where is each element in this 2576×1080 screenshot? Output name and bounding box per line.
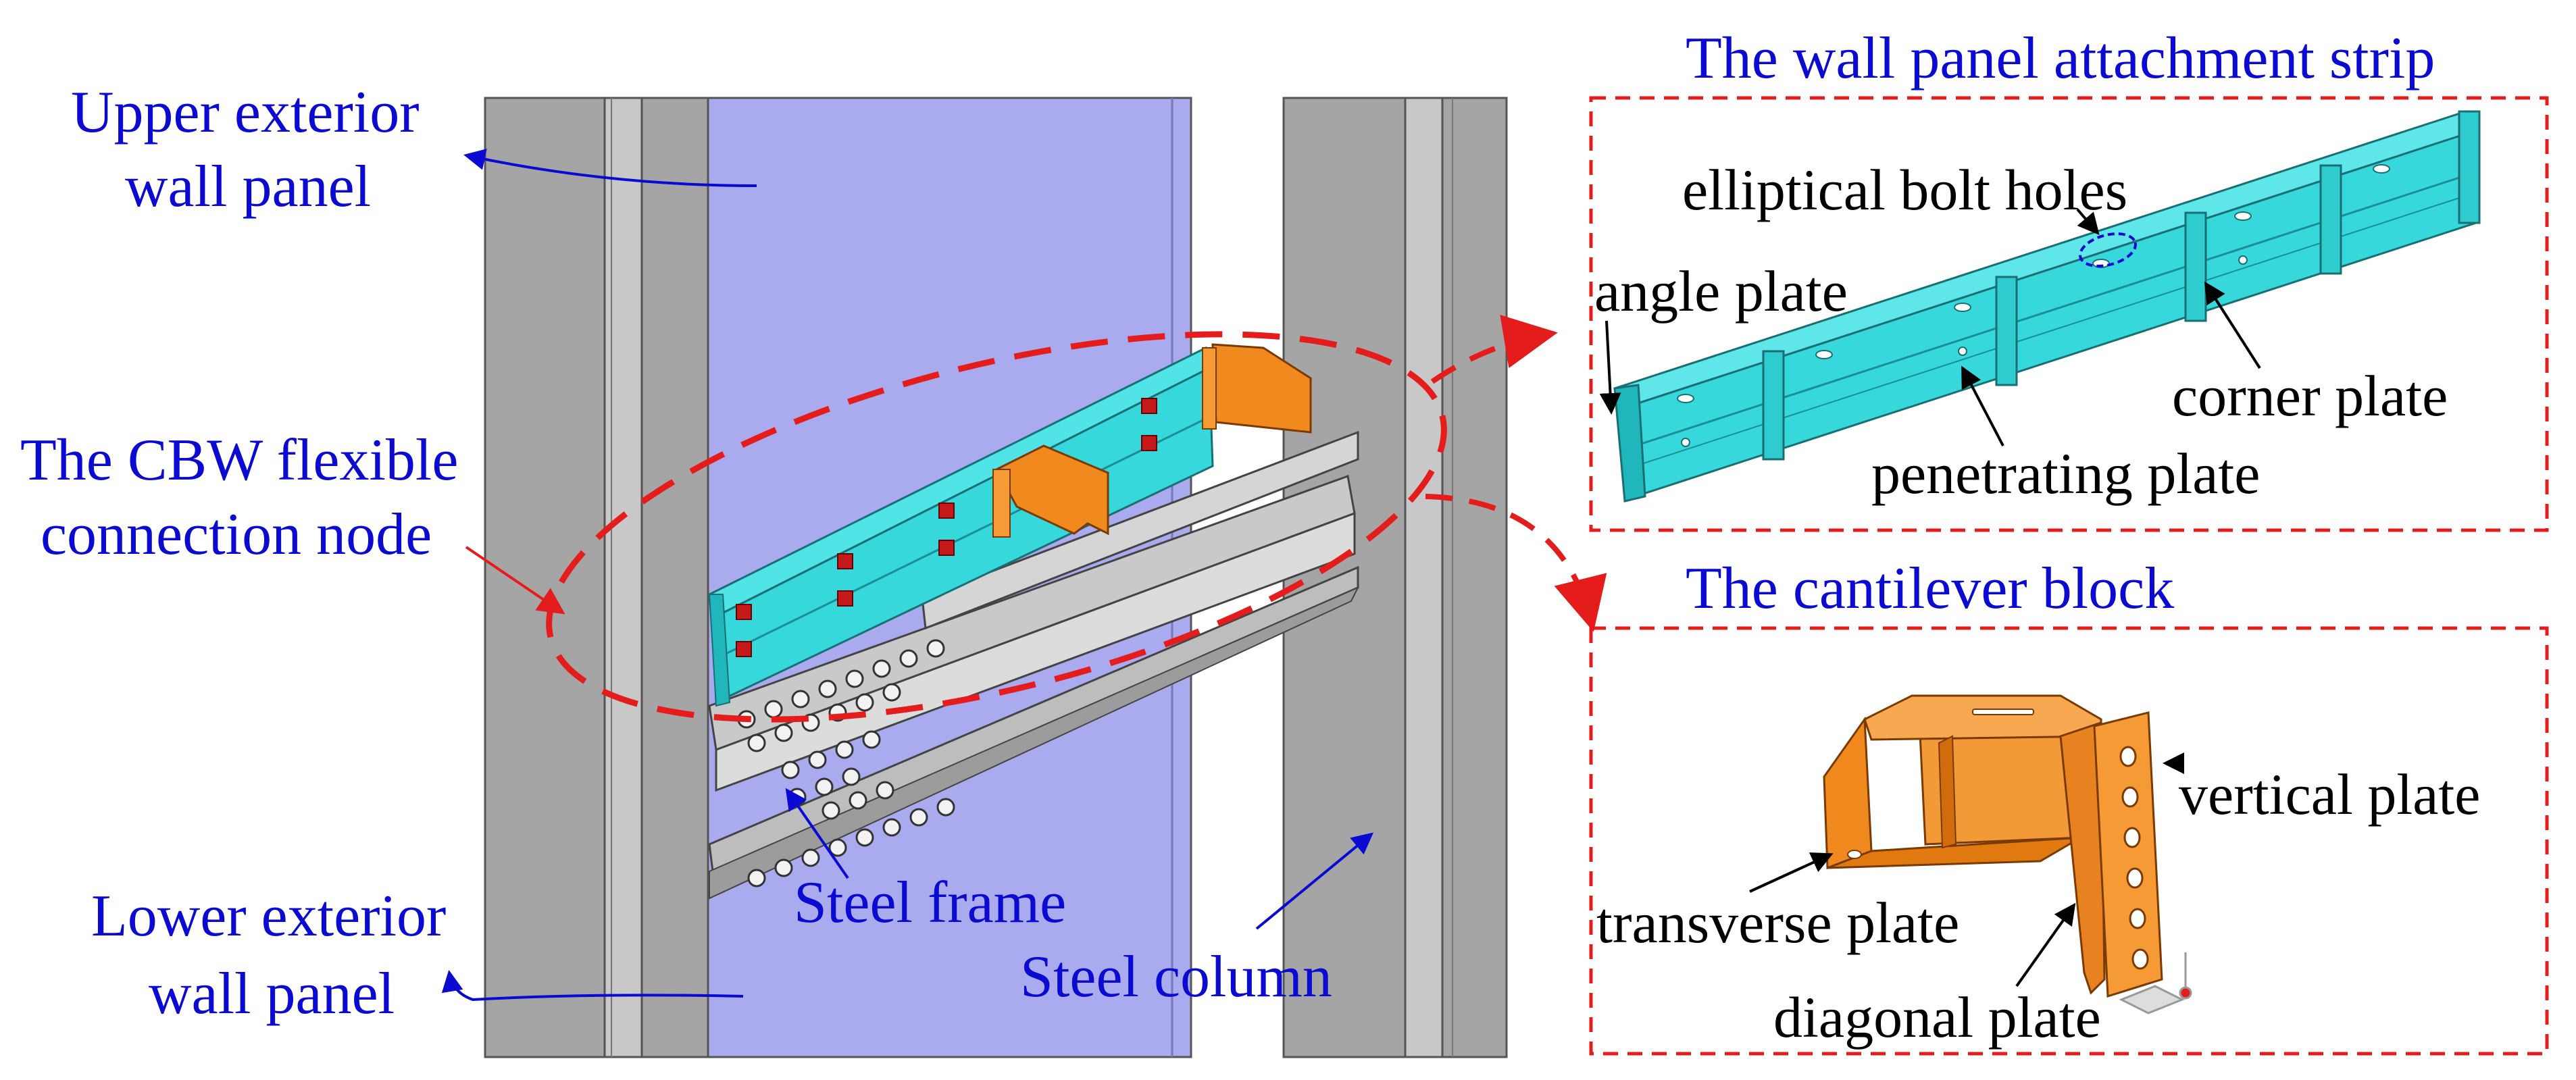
attachment-strip-installed xyxy=(708,346,1214,707)
cbw-node-leader xyxy=(465,546,565,615)
upper-panel-label-line1: Upper exterior xyxy=(71,80,420,145)
steel-beam xyxy=(708,430,1360,900)
cantilever-inset-title: The cantilever block xyxy=(1686,556,2174,621)
cbw-node-label-line2: connection node xyxy=(41,502,432,567)
penetrating-plate-label: penetrating plate xyxy=(1871,441,2260,506)
upper-panel-leader xyxy=(463,149,757,187)
lower-panel-label-line2: wall panel xyxy=(149,961,395,1027)
corner-plate-shapes xyxy=(1762,164,2342,461)
steel-column-label: Steel column xyxy=(1020,944,1332,1010)
angle-plate-shape xyxy=(1613,384,1646,503)
cbw-node-label-line1: The CBW flexible xyxy=(20,428,458,493)
node-highlight-ellipse xyxy=(546,331,1447,723)
diagonal-plate-label: diagonal plate xyxy=(1773,985,2101,1050)
cantilever-inset: The cantilever block xyxy=(1589,556,2549,1056)
angle-plate-leader xyxy=(1599,320,1621,415)
diagonal-plate-leader xyxy=(2015,902,2076,987)
left-steel-column xyxy=(484,97,709,1058)
corner-plate-label: corner plate xyxy=(2172,363,2448,428)
callout-arrow-cantilever xyxy=(1425,494,1607,632)
cantilever-block-installed xyxy=(992,343,1312,538)
strip-inset-title: The wall panel attachment strip xyxy=(1686,26,2435,91)
right-steel-column xyxy=(1282,97,1508,1058)
transverse-plate-leader xyxy=(1749,852,1834,893)
orientation-triad xyxy=(2119,952,2192,1014)
transverse-plate-label: transverse plate xyxy=(1596,890,1959,955)
vertical-plate-shape xyxy=(2093,711,2163,998)
elliptical-bolt-hole-highlight xyxy=(2079,232,2137,267)
attachment-strip-drawing xyxy=(1613,110,2481,503)
steel-frame-label: Steel frame xyxy=(794,870,1066,935)
angle-plate-label: angle plate xyxy=(1594,259,1848,324)
elliptical-bolt-holes-leader xyxy=(2076,208,2100,236)
upper-panel-label-line2: wall panel xyxy=(125,154,371,220)
lower-panel-label-line1: Lower exterior xyxy=(91,883,446,949)
diagonal-plate-shape xyxy=(2059,721,2106,995)
strip-inset-frame xyxy=(1589,96,2549,532)
steel-column-leader xyxy=(1255,832,1374,930)
main-assembly xyxy=(484,97,1508,1058)
vertical-plate-label: vertical plate xyxy=(2179,762,2480,827)
bolt-group xyxy=(737,639,955,888)
cantilever-inset-frame xyxy=(1589,626,2549,1056)
corner-plate-leader xyxy=(2204,281,2261,369)
strip-inset: The wall panel attachment strip xyxy=(1589,26,2549,532)
callout-arrow-strip xyxy=(1430,315,1558,384)
lower-panel-leader xyxy=(441,970,744,1002)
steel-frame-leader xyxy=(785,788,849,879)
cantilever-block-drawing xyxy=(1823,694,2192,1014)
elliptical-bolt-holes-label: elliptical bolt holes xyxy=(1682,157,2127,222)
transverse-plate-shape xyxy=(1823,716,1873,870)
penetrating-plate-leader xyxy=(1961,365,2004,446)
